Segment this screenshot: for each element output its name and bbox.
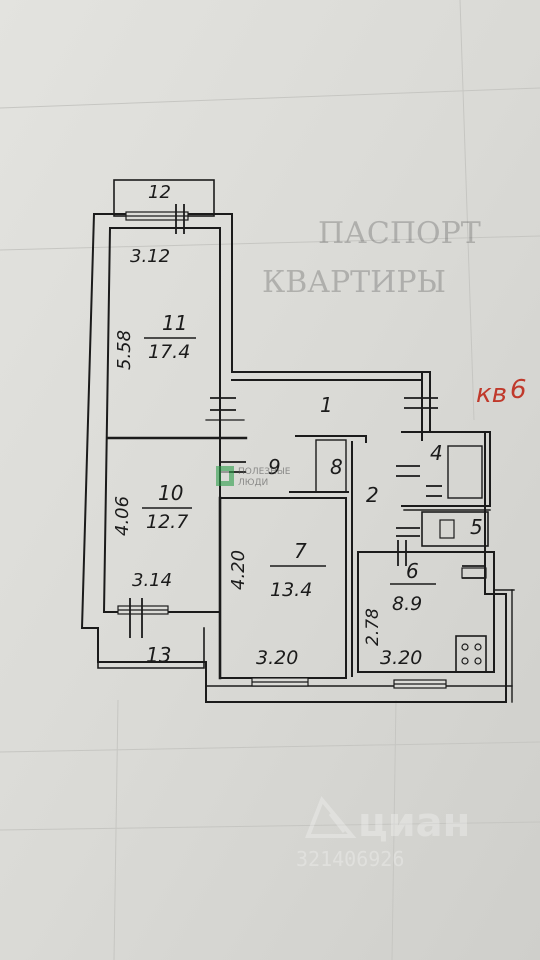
room-6-width: 3.20: [380, 647, 422, 669]
stamp-line-1: ПАСПОРТ: [318, 216, 481, 251]
room-labels: 12 11 17.4 3.12 5.58 10 12.7 3.14 4.06 1…: [112, 182, 483, 669]
room-7-length: 4.20: [228, 550, 249, 590]
room-7-number: 7: [294, 539, 307, 563]
room-1-number: 1: [320, 393, 333, 417]
room-6-area: 8.9: [392, 593, 422, 615]
room-4-number: 4: [430, 441, 443, 465]
sink-icon: [461, 567, 487, 579]
room-10-number: 10: [158, 481, 183, 505]
room-11-area: 17.4: [148, 341, 190, 363]
room-11-number: 11: [162, 311, 187, 335]
cian-name: циан: [358, 800, 470, 846]
room-6-length: 2.78: [363, 608, 383, 646]
agency-name-line-2: ЛЮДИ: [238, 478, 268, 488]
passport-stamp: ПАСПОРТ КВАРТИРЫ: [262, 216, 481, 300]
room-13-number: 13: [146, 643, 171, 667]
room-2-number: 2: [366, 483, 379, 507]
room-10-width: 3.14: [132, 570, 172, 591]
cian-listing-id: 321406926: [296, 847, 404, 871]
cian-watermark: циан 321406926: [296, 796, 470, 871]
room-10-area: 12.7: [146, 511, 188, 533]
apartment-label: кв: [476, 379, 507, 409]
room-11-length: 5.58: [114, 330, 135, 370]
door-marks: [129, 204, 486, 638]
area-fraction-bars: [142, 337, 436, 585]
windows: [117, 211, 447, 689]
room-5-number: 5: [470, 515, 483, 539]
room-7-area: 13.4: [270, 579, 312, 601]
stamp-line-2: КВАРТИРЫ: [262, 265, 446, 300]
balcony-13-outline: [97, 627, 205, 669]
room-10-length: 4.06: [112, 496, 133, 536]
cian-logo-icon: [305, 796, 357, 838]
agency-name-line-1: ПОЛЕЗНЫЕ: [238, 467, 291, 477]
apartment-number-handwritten: кв 6: [476, 375, 527, 409]
room-7-width: 3.20: [256, 647, 298, 669]
agency-watermark: ПОЛЕЗНЫЕ ЛЮДИ: [216, 466, 291, 488]
room-9-number: 9: [268, 455, 281, 479]
room-8-number: 8: [330, 455, 343, 479]
room-12-number: 12: [148, 182, 171, 203]
room-11-width: 3.12: [130, 246, 170, 267]
room-6-number: 6: [406, 559, 419, 583]
apartment-number: 6: [510, 375, 527, 405]
stove-icon: [455, 635, 487, 673]
